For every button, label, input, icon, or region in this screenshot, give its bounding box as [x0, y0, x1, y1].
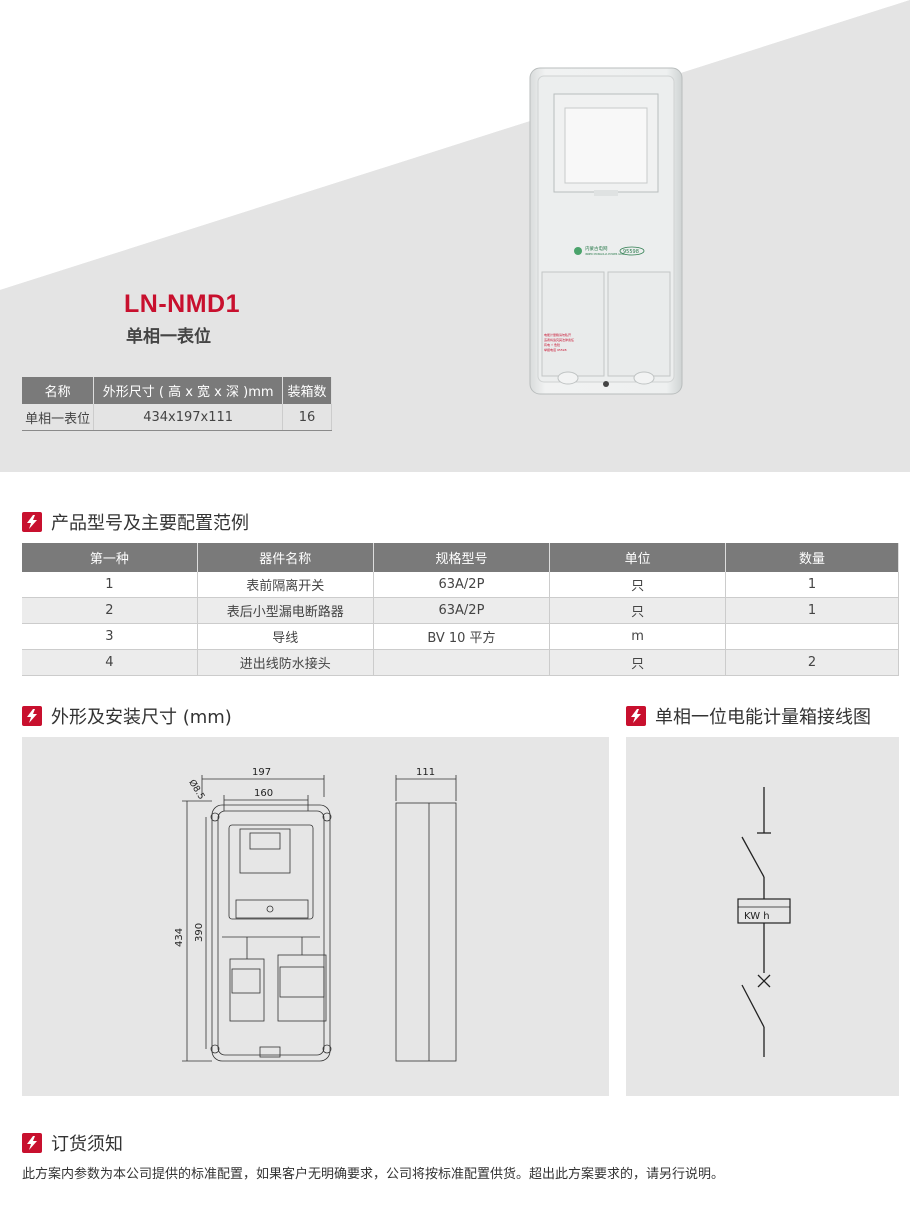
table-row: 1 表前隔离开关 63A/2P 只 1 [22, 572, 899, 598]
product-photo: 内蒙古电网 INNER MONGOLIA POWER GRID 95598 电能… [529, 67, 683, 395]
section-wiring-title: 单相一位电能计量箱接线图 [655, 707, 871, 728]
table-row: 4 进出线防水接头 只 2 [22, 649, 899, 676]
dimension-drawing-panel: 197 160 Ø8.5 434 390 111 [22, 737, 609, 1096]
table-row: 单相一表位 434x197x111 16 [22, 404, 332, 431]
cfg-header-unit: 单位 [549, 543, 727, 572]
cfg-cell [725, 623, 899, 650]
section-wiring-heading: 单相一位电能计量箱接线图 [626, 703, 871, 729]
wiring-diagram-panel: KW h [626, 737, 899, 1096]
lightning-icon [626, 706, 646, 726]
dim-inner-width: 160 [254, 788, 273, 799]
hero-banner: LN-NMD1 单相一表位 内蒙古电网 INNER MONGOLIA POWER… [0, 0, 910, 472]
section-config-title: 产品型号及主要配置范例 [51, 513, 249, 534]
product-name: 单相一表位 [126, 327, 211, 347]
cfg-cell: 进出线防水接头 [197, 649, 374, 676]
section-order-heading: 订货须知 [22, 1130, 123, 1156]
cfg-cell: 4 [22, 649, 198, 676]
spec-header-size: 外形尺寸 ( 高 x 宽 x 深 )mm [93, 377, 284, 404]
lightning-icon [22, 1133, 42, 1153]
cfg-header-device: 器件名称 [197, 543, 374, 572]
dim-height: 434 [174, 928, 185, 947]
cfg-cell: 3 [22, 623, 198, 650]
warning-line-3: 有电 ⚡ 危险 [544, 342, 560, 347]
cfg-header-index: 第一种 [22, 543, 198, 572]
cfg-header-qty: 数量 [725, 543, 899, 572]
wiring-diagram: KW h [737, 787, 791, 1057]
dim-inner-height: 390 [194, 923, 205, 942]
lightning-icon [22, 706, 42, 726]
brand-logo-icon [574, 247, 582, 255]
order-notice-text: 此方案内参数为本公司提供的标准配置，如果客户无明确要求，公司将按标准配置供货。超… [22, 1167, 725, 1182]
table-row: 2 表后小型漏电断路器 63A/2P 只 1 [22, 597, 899, 624]
section-dims-title: 外形及安装尺寸 (mm) [51, 707, 232, 728]
meter-label: KW h [744, 911, 770, 922]
section-order-title: 订货须知 [51, 1134, 123, 1155]
cfg-header-model: 规格型号 [373, 543, 551, 572]
cfg-cell: 1 [725, 597, 899, 624]
cfg-cell: 63A/2P [373, 572, 551, 598]
cfg-cell: 1 [725, 572, 899, 598]
warning-line-2: 违者将追究其法律责任 [544, 337, 574, 342]
cfg-cell: 只 [549, 649, 727, 676]
brand-text: 内蒙古电网 [585, 245, 608, 252]
cfg-cell: 2 [22, 597, 198, 624]
brand-sub: INNER MONGOLIA POWER GRID [585, 252, 625, 256]
config-table: 第一种 器件名称 规格型号 单位 数量 1 表前隔离开关 63A/2P 只 1 … [22, 543, 899, 676]
spec-header-qty: 装箱数 [282, 377, 332, 404]
warning-line-1: 电能计量箱请勿私开 [544, 332, 571, 337]
cfg-cell: 2 [725, 649, 899, 676]
section-dims-heading: 外形及安装尺寸 (mm) [22, 703, 232, 729]
cfg-cell: BV 10 平方 [373, 623, 551, 650]
cfg-cell: 63A/2P [373, 597, 551, 624]
section-config-heading: 产品型号及主要配置范例 [22, 509, 249, 535]
dim-hole: Ø8.5 [186, 778, 207, 802]
spec-cell-size: 434x197x111 [93, 404, 284, 431]
cfg-cell [373, 649, 551, 676]
cfg-cell: 只 [549, 572, 727, 598]
cfg-cell: m [549, 623, 727, 650]
product-model: LN-NMD1 [124, 290, 240, 318]
cfg-cell: 表后小型漏电断路器 [197, 597, 374, 624]
table-row: 3 导线 BV 10 平方 m [22, 623, 899, 650]
warning-line-4: 举报电话 95598 [544, 347, 567, 352]
lightning-icon [22, 512, 42, 532]
spec-cell-qty: 16 [282, 404, 332, 431]
dim-depth: 111 [416, 767, 435, 778]
cfg-cell: 只 [549, 597, 727, 624]
spec-cell-name: 单相一表位 [22, 404, 95, 431]
cfg-cell: 1 [22, 572, 198, 598]
cfg-cell: 表前隔离开关 [197, 572, 374, 598]
dim-width: 197 [252, 767, 271, 778]
spec-header-name: 名称 [22, 377, 95, 404]
spec-table: 名称 外形尺寸 ( 高 x 宽 x 深 )mm 装箱数 单相一表位 434x19… [22, 377, 332, 431]
cfg-cell: 导线 [197, 623, 374, 650]
dimension-drawing: 197 160 Ø8.5 434 390 111 [174, 767, 457, 1062]
svg-text:95598: 95598 [623, 249, 639, 255]
